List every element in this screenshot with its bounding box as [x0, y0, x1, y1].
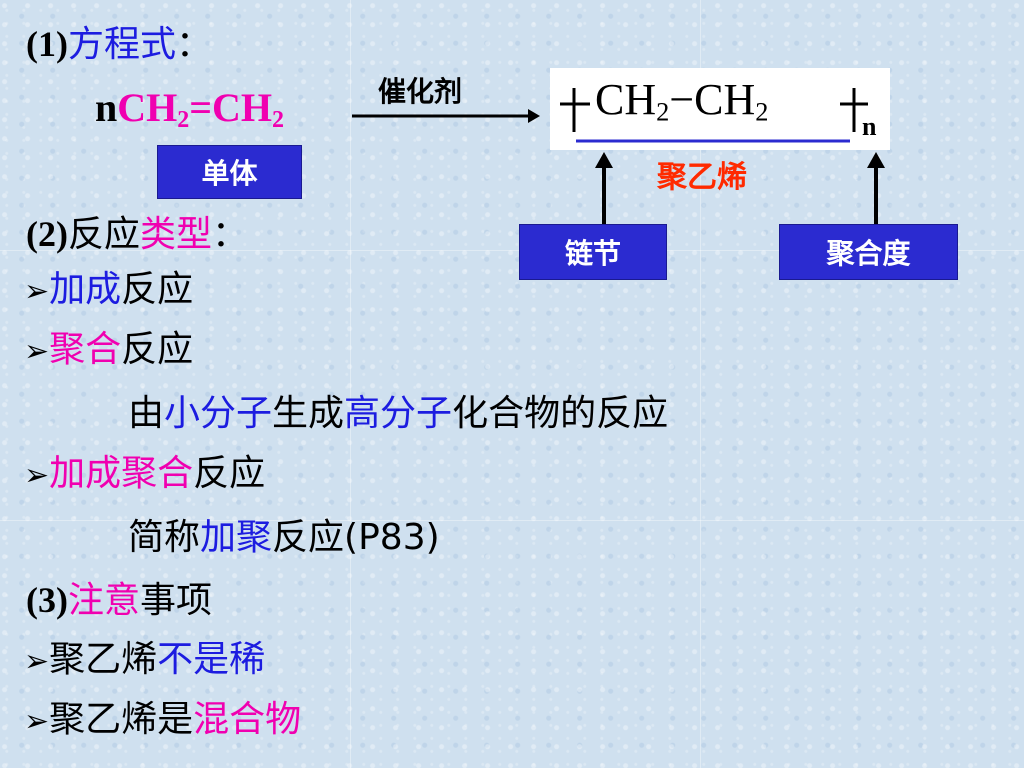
note-highlight: 混合物 [193, 699, 302, 740]
section1-number: (1) [26, 24, 68, 64]
note-text: 聚乙烯 [49, 639, 158, 680]
degree-label: 聚合度 [779, 224, 958, 280]
polymerization-text: 聚合 [49, 329, 122, 370]
chain-unit-arrow [595, 152, 613, 228]
monomer-part: =CH [189, 85, 273, 130]
note-highlight: 不是稀 [157, 639, 266, 680]
list-item-addition: ➢加成反应 [24, 268, 193, 314]
small-molecule-text: 小分子 [164, 393, 273, 434]
definition-text: 生成 [272, 393, 345, 434]
monomer-sub: 2 [177, 107, 190, 133]
monomer-formula: nCH2=CH2 [95, 84, 284, 144]
definition-text: 化合物的反应 [452, 393, 669, 434]
addition-text: 加成 [49, 269, 122, 310]
polymer-sub: 2 [755, 96, 769, 127]
polymer-formula: CH2−CH2 [595, 74, 768, 138]
bullet-arrow-icon: ➢ [24, 458, 50, 493]
list-item-polymerization: ➢聚合反应 [24, 328, 193, 374]
polymerization-definition: 由小分子生成高分子化合物的反应 [128, 392, 668, 436]
section3-title: 事项 [140, 580, 213, 621]
section2-number: (2) [26, 214, 68, 254]
monomer-label: 单体 [157, 145, 302, 199]
section1-title: 方程式 [67, 24, 176, 65]
polymer-degree-n: n [862, 112, 877, 141]
definition-text: 由 [128, 393, 165, 434]
chain-unit-label: 链节 [519, 224, 667, 280]
monomer-coefficient: n [95, 85, 118, 130]
reaction-arrow [352, 109, 540, 123]
section3-heading: (3)注意事项 [26, 578, 212, 623]
monomer-sub: 2 [272, 107, 285, 133]
list-item-addition-polymerization: ➢加成聚合反应 [24, 452, 265, 498]
polymer-formula-box [550, 68, 890, 150]
section2-heading: (2)反应类型： [26, 212, 248, 257]
bullet-arrow-icon: ➢ [24, 334, 50, 369]
section1-heading: (1)方程式： [26, 22, 212, 67]
degree-arrow [867, 152, 885, 228]
polymer-name: 聚乙烯 [657, 160, 747, 195]
polymer-brackets [560, 88, 868, 143]
note-text: 聚乙烯是 [49, 699, 194, 740]
catalyst-label: 催化剂 [378, 75, 463, 108]
note-item-1: ➢聚乙烯不是稀 [24, 638, 265, 684]
abbreviation-line: 简称加聚反应(P83) [128, 516, 440, 560]
section2-title: 反应 [67, 214, 140, 255]
section2-title-highlight: 类型 [140, 214, 213, 255]
abbreviation-text: 简称 [128, 517, 201, 558]
macromolecule-text: 高分子 [344, 393, 453, 434]
bullet-arrow-icon: ➢ [24, 644, 50, 679]
reaction-text: 反应 [121, 269, 194, 310]
section2-colon: ： [212, 214, 249, 255]
monomer-part: CH [117, 85, 178, 130]
polymer-sub: 2 [656, 96, 670, 127]
bg-grid-line [0, 520, 1024, 521]
section3-title-highlight: 注意 [67, 580, 140, 621]
polymer-ch: CH [595, 75, 657, 124]
note-item-2: ➢聚乙烯是混合物 [24, 698, 301, 744]
reaction-text: 反应 [121, 329, 194, 370]
reaction-text: 反应 [193, 453, 266, 494]
polymer-ch: −CH [669, 75, 756, 124]
section3-number: (3) [26, 580, 68, 620]
bullet-arrow-icon: ➢ [24, 274, 50, 309]
bg-grid-line [0, 250, 1024, 251]
bg-grid-line [700, 0, 701, 768]
abbreviation-text: 反应(P83) [272, 517, 440, 558]
section1-colon: ： [176, 24, 213, 65]
abbreviation-highlight: 加聚 [200, 517, 273, 558]
bullet-arrow-icon: ➢ [24, 704, 50, 739]
bg-grid-line [350, 0, 351, 768]
addition-polymerization-text: 加成聚合 [49, 453, 194, 494]
